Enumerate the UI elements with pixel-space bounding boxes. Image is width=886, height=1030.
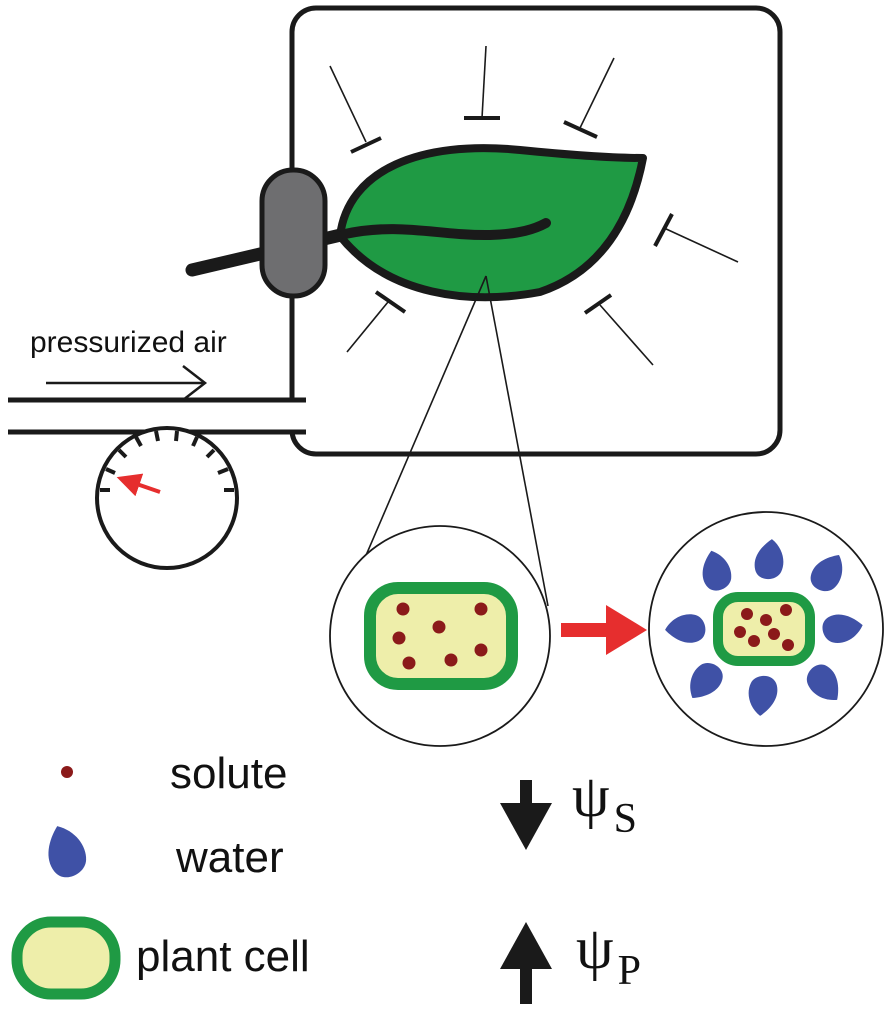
air-inlet-pipe bbox=[8, 397, 308, 435]
svg-text:ψS: ψS bbox=[572, 763, 637, 842]
pressurized-air-label: pressurized air bbox=[30, 326, 227, 359]
zoom-lines bbox=[357, 275, 549, 607]
psi-p-subscript: P bbox=[618, 948, 641, 994]
psi-s-change: ψS bbox=[500, 763, 637, 850]
legend-water-label: water bbox=[175, 833, 284, 882]
down-arrow-icon bbox=[500, 780, 552, 850]
leaf bbox=[336, 144, 647, 302]
psi-p-change: ψP bbox=[500, 915, 641, 1004]
psi-s-subscript: S bbox=[614, 796, 637, 842]
legend: solute water plant cell bbox=[11, 749, 310, 1000]
legend-solute-label: solute bbox=[170, 749, 287, 798]
gauge-needle-icon bbox=[116, 473, 161, 497]
legend-plant-cell-label: plant cell bbox=[136, 932, 310, 981]
light-rays bbox=[329, 45, 739, 366]
zoomed-cell-before bbox=[329, 525, 551, 747]
chamber-seal-clamp bbox=[259, 167, 328, 299]
concentrated-solutes bbox=[734, 604, 794, 651]
psi-s-symbol: ψ bbox=[572, 763, 610, 829]
solute-particles bbox=[392, 602, 488, 670]
svg-text:ψP: ψP bbox=[576, 915, 641, 994]
plant-cell-icon bbox=[11, 916, 121, 1000]
leaf-midrib bbox=[340, 218, 551, 241]
solute-dot-icon bbox=[61, 766, 73, 778]
zoomed-cell-after bbox=[648, 511, 884, 747]
pressure-gauge bbox=[95, 426, 239, 570]
water-drop-icon bbox=[38, 820, 92, 883]
transition-arrow-icon bbox=[561, 605, 647, 655]
psi-p-symbol: ψ bbox=[576, 915, 614, 981]
airflow-arrow-icon bbox=[46, 365, 208, 401]
up-arrow-icon bbox=[500, 922, 552, 1004]
